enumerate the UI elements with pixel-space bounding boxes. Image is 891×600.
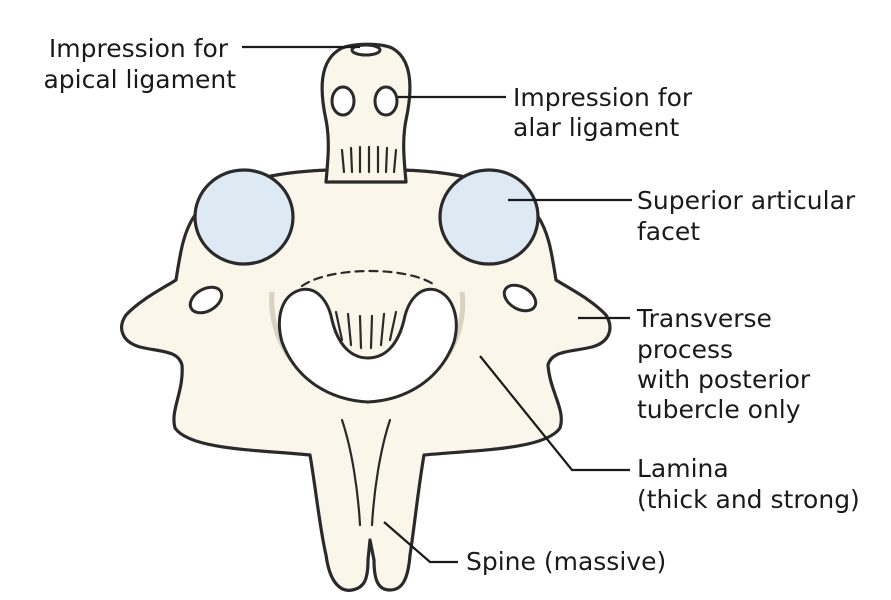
dens xyxy=(320,42,412,184)
transverse-ligament-ridges xyxy=(334,310,398,350)
dens-neck-ridges xyxy=(340,145,398,174)
superior-articular-facet-left xyxy=(193,168,295,266)
vertebra xyxy=(120,168,612,592)
vertebral-foramen xyxy=(278,287,458,404)
dens-facet-line xyxy=(300,269,438,288)
label-spine: Spine (massive) xyxy=(466,547,666,576)
leader-spine xyxy=(383,521,458,564)
label-lamina: Lamina (thick and strong) xyxy=(637,454,860,514)
label-alar-ligament: Impression for alar ligament xyxy=(513,83,700,142)
label-apical-ligament: Impression for apical ligament xyxy=(43,34,236,94)
label-superior-articular-facet: Superior articular facet xyxy=(637,186,863,246)
label-transverse-process: Transverse process with posterior tuberc… xyxy=(636,304,818,424)
alar-impression-right xyxy=(373,85,399,117)
spine-groove-left xyxy=(340,418,362,527)
superior-articular-facet-right xyxy=(438,168,540,266)
alar-impression-left xyxy=(330,85,356,117)
foramen-transversarium-left xyxy=(188,285,224,315)
leader-lamina xyxy=(479,355,630,472)
spine-groove-right xyxy=(370,418,392,527)
foramen-transversarium-right xyxy=(502,283,538,313)
